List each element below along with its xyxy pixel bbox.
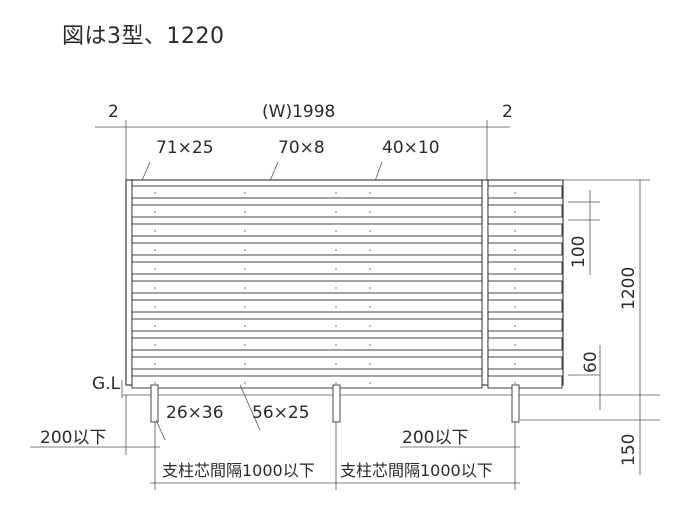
right-frame-post: [481, 179, 489, 386]
slat-extension: [487, 223, 563, 237]
slat-extension: [487, 185, 563, 199]
slat-back-label: 40×10: [382, 138, 440, 158]
slat: [131, 299, 483, 313]
slat: [131, 337, 483, 351]
middle-post-footing: [332, 384, 341, 423]
slat: [131, 242, 483, 256]
slat-extension: [487, 356, 563, 370]
slat-extension: [487, 375, 563, 389]
overhang-left-label: 200以下: [40, 428, 106, 448]
right-post-footing: [511, 384, 520, 423]
side-right-label: 2: [502, 102, 513, 122]
ground-label: G.L: [92, 374, 121, 394]
slat: [131, 261, 483, 275]
slat-extension: [487, 318, 563, 332]
fence-panel: [125, 179, 564, 389]
leader-small-post: [155, 419, 166, 441]
leader-main-post: [239, 384, 261, 431]
post-spacing-right-label: 支柱芯間隔1000以下: [340, 461, 493, 480]
embed-label: 150: [619, 434, 639, 466]
slat: [131, 356, 483, 370]
slat: [131, 318, 483, 332]
post-frame-label: 71×25: [156, 138, 214, 158]
bottom-gap-label: 60: [581, 351, 601, 373]
side-left-label: 2: [108, 102, 119, 122]
pitch-label: 100: [569, 236, 589, 268]
slat: [131, 280, 483, 294]
slat: [131, 185, 483, 199]
slat-label: 70×8: [278, 138, 325, 158]
slat-extension: [487, 280, 563, 294]
post-spacing-left-label: 支柱芯間隔1000以下: [162, 461, 315, 480]
slat-extension: [487, 337, 563, 351]
left-post-footing: [150, 384, 159, 423]
slat-extension: [487, 261, 563, 275]
small-post-label: 26×36: [166, 403, 224, 423]
height-label: 1200: [619, 267, 639, 310]
left-frame-post: [125, 179, 133, 386]
overhang-right-label: 200以下: [402, 428, 468, 448]
slat: [131, 204, 483, 218]
slat: [131, 375, 483, 389]
slat-extension: [487, 204, 563, 218]
drawing-title: 図は3型、1220: [62, 24, 225, 49]
slat: [131, 223, 483, 237]
width-label: (W)1998: [262, 102, 335, 122]
main-post-label: 56×25: [252, 403, 310, 423]
slat-extension: [487, 242, 563, 256]
slat-extension: [487, 299, 563, 313]
